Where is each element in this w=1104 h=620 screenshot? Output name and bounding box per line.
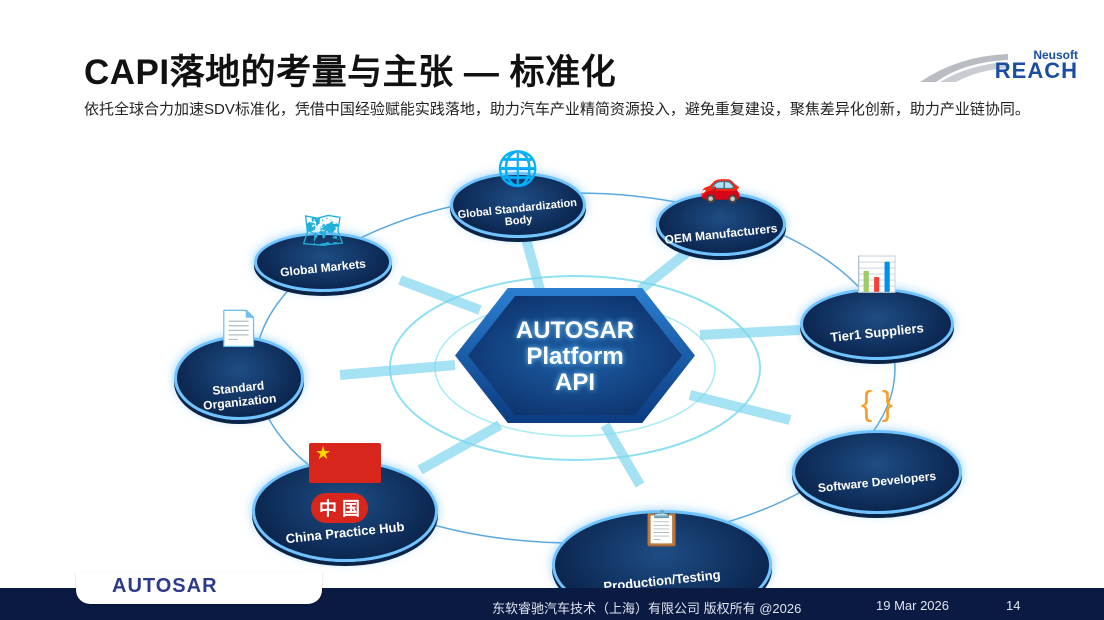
road-stripes-icon [920, 54, 1008, 82]
node-label: OEM Manufacturers [663, 221, 779, 247]
car-icon: 🚗 [699, 166, 743, 204]
china-flag-icon: ★ [309, 443, 381, 483]
autosar-platform-api[interactable]: AUTOSAR Platform API [468, 296, 682, 415]
footer-copyright: 东软睿驰汽车技术（上海）有限公司 版权所有 @2026 [492, 601, 802, 616]
page-title: CAPI落地的考量与主张 — 标准化 [84, 53, 617, 92]
logo-reach: REACH [994, 58, 1078, 83]
node-label: Global Standardization Body [457, 196, 578, 229]
footer-date: 19 Mar 2026 [876, 598, 949, 613]
china-badge: 中 国 [311, 493, 369, 523]
center-line-3: API [554, 369, 595, 396]
page-subtitle: 依托全球合力加速SDV标准化，凭借中国经验赋能实践落地，助力汽车产业精简资源投入… [84, 101, 1030, 118]
node-global-markets[interactable]: 🗺 Global Markets [254, 212, 392, 292]
autosar-logo-text: AUTOSAR [112, 575, 218, 597]
footer-page-number: 14 [1006, 598, 1021, 613]
code-icon: { } [860, 385, 894, 423]
node-software-developers[interactable]: { } Software Developers [792, 385, 962, 514]
checklist-icon: 📋 [640, 510, 684, 548]
logo-neusoft: Neusoft [1033, 48, 1078, 62]
world-map-icon: 🗺 [301, 212, 345, 250]
document-icon: 📄 [217, 310, 261, 348]
autosar-logo: AUTOSAR [76, 572, 322, 604]
center-line-2: Platform [526, 343, 624, 370]
chart-icon: 📊 [855, 256, 899, 294]
node-label: Global Markets [279, 256, 367, 280]
node-global-standardization-body[interactable]: 🌐 Global Standardization Body [450, 150, 586, 238]
node-china-practice-hub[interactable]: ★ 中 国 China Practice Hub [252, 443, 438, 562]
ecosystem-diagram: AUTOSAR Platform API 🌐 Global Standardiz… [0, 140, 1104, 620]
node-oem-manufacturers[interactable]: 🚗 OEM Manufacturers [656, 166, 786, 256]
center-line-1: AUTOSAR [515, 317, 635, 344]
node-label: Software Developers [817, 468, 937, 496]
node-label: Tier1 Suppliers [829, 320, 925, 345]
node-tier1-suppliers[interactable]: 📊 Tier1 Suppliers [800, 256, 954, 360]
neusoft-reach-logo: Neusoft REACH [918, 46, 1078, 83]
node-standard-organization[interactable]: 📄 Standard Organization [174, 310, 304, 420]
globe-icon: 🌐 [496, 150, 540, 188]
